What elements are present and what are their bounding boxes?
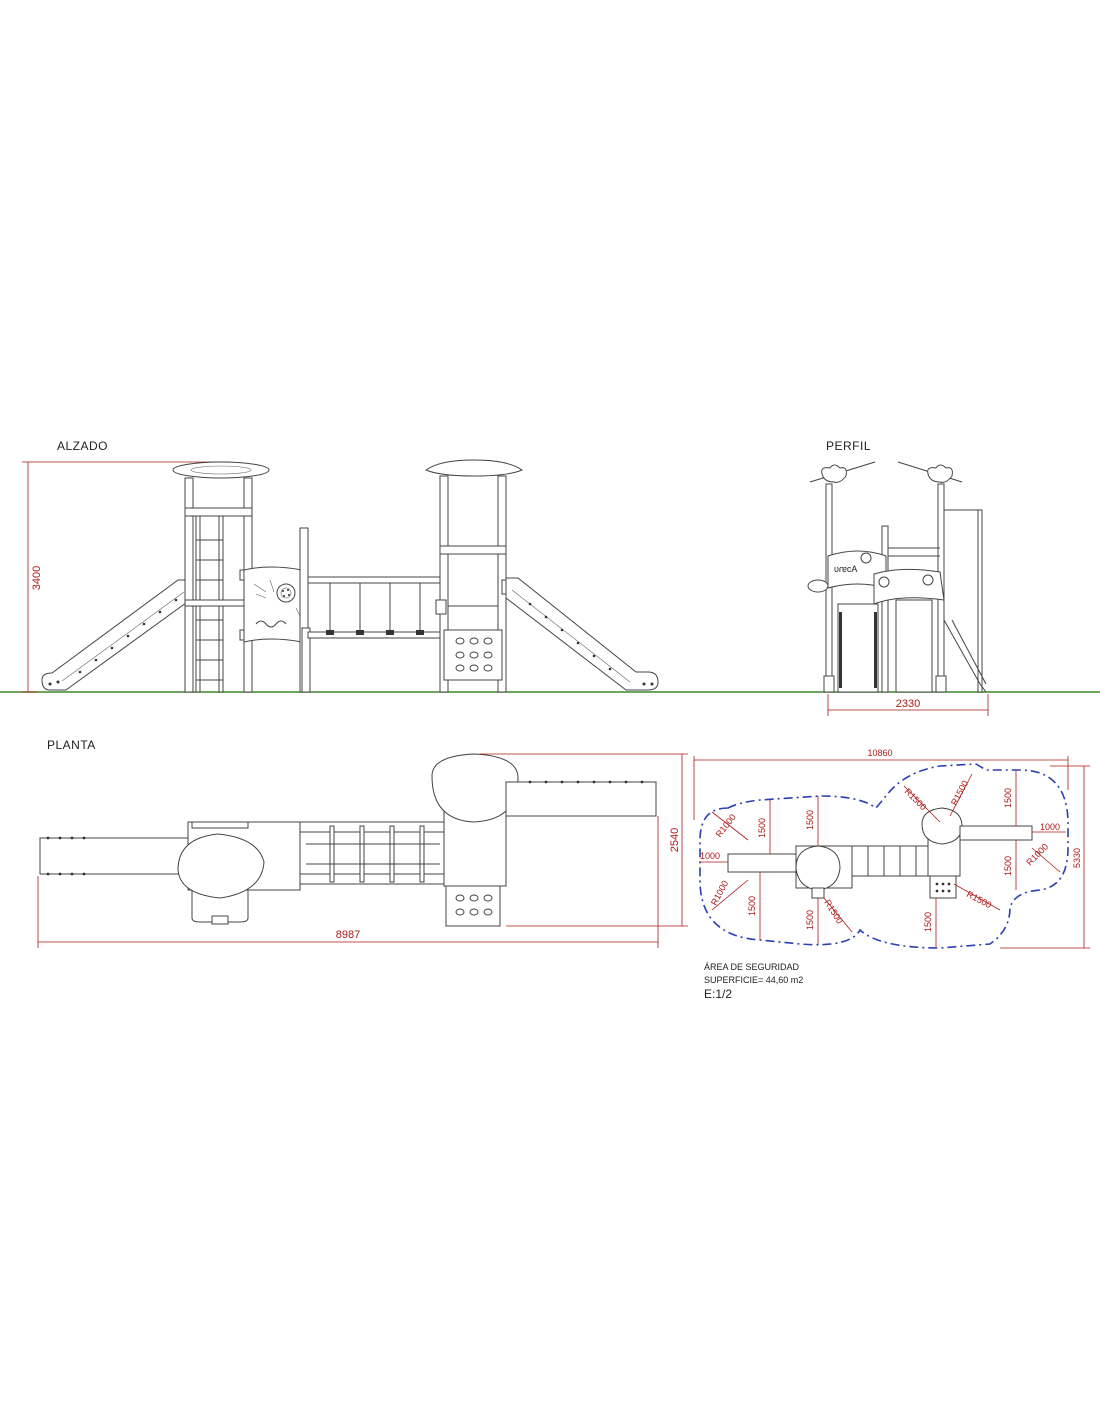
- elevation-view: ALZADO 3400: [0, 439, 1100, 693]
- safety-area-surface: SUPERFICIE= 44,60 m2: [704, 975, 803, 985]
- dim-1500-d: 1500: [805, 910, 815, 930]
- radius-r1500-a: R1500: [903, 786, 929, 812]
- profile-view: PERFIL ᴜɾɐcA: [807, 439, 989, 716]
- right-tower: [424, 459, 524, 693]
- plan-left-tower: [177, 821, 301, 925]
- safety-equipment-outline: [727, 807, 1033, 899]
- scale-note: E:1/2: [704, 987, 732, 1001]
- bridge-elevation: [299, 527, 441, 693]
- dim-1000-right: 1000: [1040, 822, 1060, 832]
- safety-width-value: 5330: [1072, 848, 1082, 868]
- climbing-wall-holds: [455, 637, 493, 672]
- plan-left-slide: [39, 837, 189, 875]
- plan-length-dimension: 8987: [37, 816, 659, 948]
- plan-width-dimension: 2540: [480, 753, 688, 927]
- radius-r1500-b: R1500: [949, 779, 970, 807]
- radius-r1500-c: R1500: [822, 898, 845, 926]
- safety-boundary: [699, 763, 1069, 949]
- dim-1500-b: 1500: [805, 810, 815, 830]
- activity-panel: [243, 566, 303, 643]
- dim-1500-f: 1500: [1003, 856, 1013, 876]
- safety-length-dimension: 10860: [693, 748, 1069, 820]
- safety-area-title: ÁREA DE SEGURIDAD: [704, 962, 800, 972]
- plan-right-slide: [505, 781, 657, 817]
- plan-length-value: 8987: [336, 929, 360, 941]
- profile-panel-text: ᴜɾɐcA: [834, 564, 857, 574]
- radius-r1000-c: R1000: [1024, 842, 1050, 868]
- radius-r1000-b: R1000: [709, 879, 730, 907]
- dim-1500-c: 1500: [747, 896, 757, 916]
- left-slide: [41, 579, 191, 691]
- plan-width-value: 2540: [669, 828, 681, 852]
- right-slide: [505, 577, 659, 691]
- dim-1500-g: 1500: [923, 912, 933, 932]
- profile-width-dimension: 2330: [827, 694, 989, 716]
- plan-right-tower: [431, 753, 519, 927]
- dim-1500-e: 1500: [1003, 788, 1013, 808]
- safety-length-value: 10860: [867, 748, 892, 758]
- radius-r1500-d: R1500: [965, 889, 993, 910]
- dim-1000-left: 1000: [700, 851, 720, 861]
- profile-width-value: 2330: [896, 698, 920, 710]
- elevation-label: ALZADO: [57, 439, 108, 453]
- safety-area-view: 10860 5330: [693, 748, 1090, 1001]
- safety-inner-dimensions: 1000 1000 1500 1500 1500 1500 1500 1500 …: [700, 770, 1066, 948]
- height-dimension: 3400: [22, 461, 230, 693]
- plan-climbing-holds: [455, 894, 493, 916]
- plan-bridge: [299, 821, 445, 885]
- profile-label: PERFIL: [826, 439, 871, 453]
- plan-view: PLANTA: [37, 738, 688, 948]
- plan-label: PLANTA: [47, 738, 96, 752]
- height-dimension-value: 3400: [31, 566, 43, 590]
- dim-1500-a: 1500: [757, 818, 767, 838]
- safety-width-dimension: 5330: [1000, 765, 1090, 949]
